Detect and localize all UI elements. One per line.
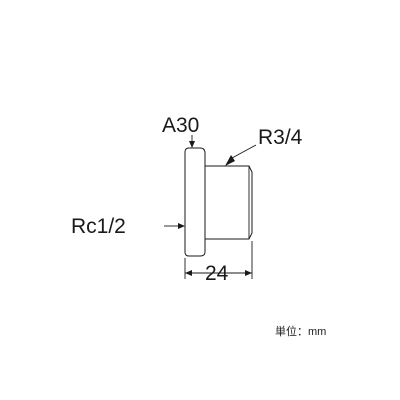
arrowhead-female-thread (178, 223, 185, 229)
hex-flange-outline (184, 147, 206, 257)
label-length: 24 (205, 262, 229, 285)
arrowhead-male-thread (225, 155, 235, 166)
unit-note: 単位：mm (275, 324, 326, 338)
label-female-thread: Rc1/2 (71, 215, 126, 238)
dim-arrowhead-left (185, 270, 192, 276)
thread-body-outline (204, 165, 253, 240)
label-male-thread: R3/4 (258, 126, 303, 149)
dim-arrowhead-right (245, 270, 252, 276)
leader-male-thread (231, 144, 257, 159)
arrowhead-hex-size (189, 141, 195, 148)
label-hex-size: A30 (162, 114, 199, 137)
